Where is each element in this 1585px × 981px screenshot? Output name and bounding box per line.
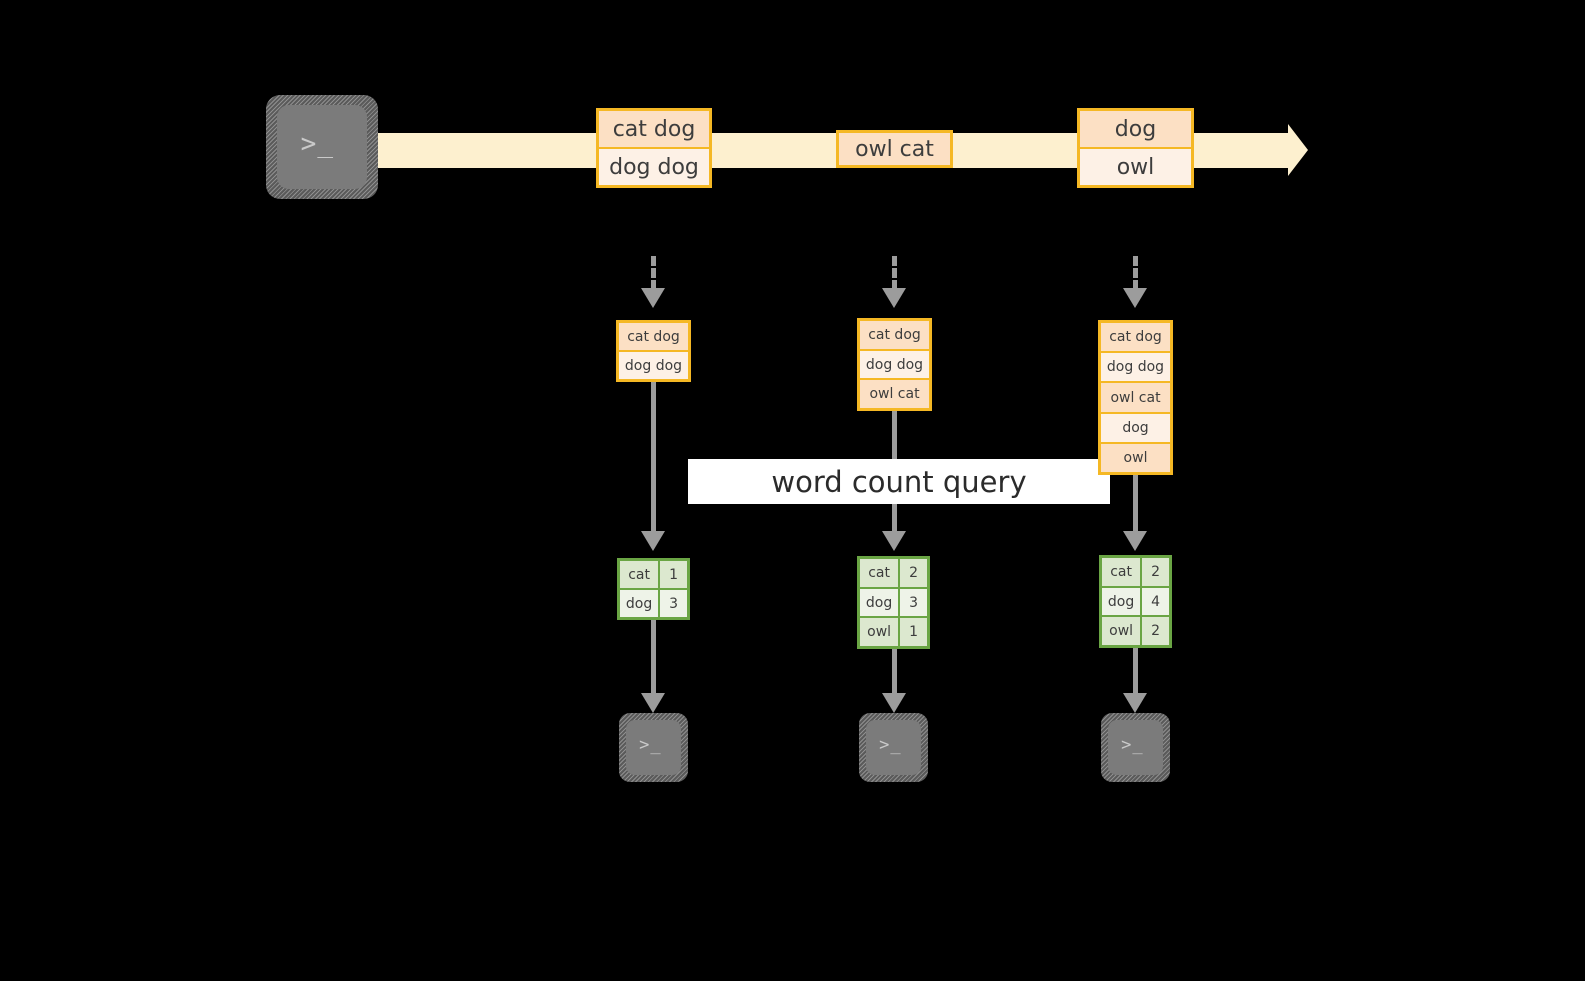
stream-event-line: owl cat [839, 133, 950, 165]
sink-terminal-icon[interactable]: >_ [1101, 713, 1170, 782]
result-table[interactable]: cat 2 dog 4 owl 2 [1099, 555, 1172, 648]
state-to-result-arrowhead [641, 531, 665, 551]
table-row: dog 3 [620, 588, 687, 617]
result-word: cat [1102, 558, 1143, 586]
result-word: owl [1102, 617, 1143, 646]
query-label-band: word count query [688, 459, 1110, 504]
table-row: cat 2 [860, 559, 927, 587]
table-row: cat 1 [620, 561, 687, 588]
state-to-result-arrowhead [1123, 531, 1147, 551]
result-word: dog [620, 590, 661, 617]
accumulated-line: cat dog [1101, 323, 1170, 352]
stream-event-box[interactable]: cat dog dog dog [596, 108, 712, 188]
accumulated-line: cat dog [860, 321, 929, 349]
table-row: owl 2 [1102, 615, 1169, 646]
stream-to-state-connector [892, 256, 897, 290]
query-label: word count query [771, 464, 1027, 499]
result-to-sink-connector [892, 649, 897, 695]
accumulated-state-box[interactable]: cat dog dog dog [616, 320, 691, 382]
result-count: 1 [900, 618, 927, 647]
terminal-prompt-glyph: >_ [639, 734, 662, 755]
terminal-body [1108, 720, 1163, 775]
state-to-result-connector [651, 382, 656, 533]
stream-event-line: dog [1080, 111, 1191, 147]
sink-terminal-icon[interactable]: >_ [859, 713, 928, 782]
stream-event-line: owl [1080, 147, 1191, 185]
source-terminal-icon[interactable]: >_ [266, 95, 378, 199]
result-count: 3 [900, 588, 927, 617]
terminal-prompt-glyph: >_ [300, 128, 334, 159]
accumulated-line: dog dog [860, 348, 929, 379]
result-count: 2 [900, 559, 927, 587]
accumulated-line: owl cat [860, 378, 929, 409]
result-to-sink-arrowhead [882, 693, 906, 713]
result-count: 4 [1142, 587, 1169, 616]
result-to-sink-connector [651, 620, 656, 695]
stream-event-box[interactable]: dog owl [1077, 108, 1194, 188]
result-to-sink-arrowhead [1123, 693, 1147, 713]
table-row: dog 3 [860, 586, 927, 617]
result-count: 2 [1142, 617, 1169, 646]
result-word: dog [1102, 587, 1143, 616]
result-word: owl [860, 618, 901, 647]
result-word: cat [620, 561, 661, 588]
accumulated-line: dog dog [1101, 351, 1170, 382]
stream-to-state-connector [1133, 256, 1138, 290]
accumulated-line: cat dog [619, 323, 688, 350]
table-row: cat 2 [1102, 558, 1169, 586]
accumulated-line: dog dog [619, 350, 688, 379]
stream-to-state-connector [651, 256, 656, 290]
stream-arrow-head [1288, 124, 1308, 176]
accumulated-line: owl [1101, 441, 1170, 473]
table-row: owl 1 [860, 616, 927, 647]
result-to-sink-arrowhead [641, 693, 665, 713]
result-word: dog [860, 588, 901, 617]
stream-event-line: dog dog [599, 147, 709, 185]
accumulated-state-box[interactable]: cat dog dog dog owl cat dog owl [1098, 320, 1173, 475]
terminal-prompt-glyph: >_ [1121, 734, 1144, 755]
terminal-body [866, 720, 921, 775]
result-count: 2 [1142, 558, 1169, 586]
accumulated-line: owl cat [1101, 381, 1170, 412]
accumulated-state-box[interactable]: cat dog dog dog owl cat [857, 318, 932, 411]
result-to-sink-connector [1133, 648, 1138, 695]
result-count: 1 [660, 561, 687, 588]
accumulated-line: dog [1101, 411, 1170, 442]
terminal-body [277, 105, 367, 189]
stream-to-state-arrowhead [641, 288, 665, 308]
result-count: 3 [660, 590, 687, 617]
state-to-result-connector [1133, 475, 1138, 533]
terminal-body [626, 720, 681, 775]
sink-terminal-icon[interactable]: >_ [619, 713, 688, 782]
stream-event-box[interactable]: owl cat [836, 130, 953, 168]
terminal-prompt-glyph: >_ [879, 734, 902, 755]
result-table[interactable]: cat 1 dog 3 [617, 558, 690, 620]
result-table[interactable]: cat 2 dog 3 owl 1 [857, 556, 930, 649]
result-word: cat [860, 559, 901, 587]
stream-to-state-arrowhead [1123, 288, 1147, 308]
stream-event-line: cat dog [599, 111, 709, 147]
stream-to-state-arrowhead [882, 288, 906, 308]
state-to-result-arrowhead [882, 531, 906, 551]
table-row: dog 4 [1102, 585, 1169, 616]
